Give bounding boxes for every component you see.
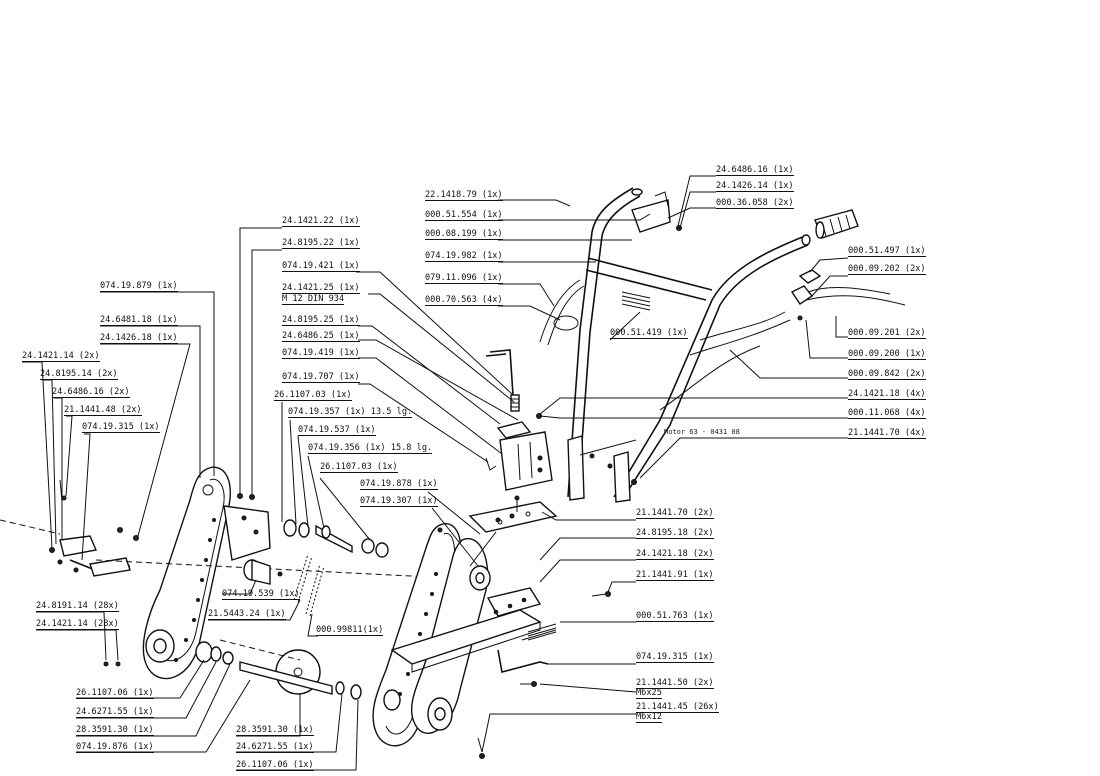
part-label-21-1441-70-2x: 21.1441.70 (2x)	[636, 508, 714, 519]
part-label-074-19-539: 074.19.539 (1x)	[222, 589, 300, 600]
part-label-24-1426-14: 24.1426.14 (1x)	[716, 181, 794, 192]
part-label-26-1107-06-right: 26.1107.06 (1x)	[236, 760, 314, 771]
drive-train	[195, 519, 389, 700]
part-label-24-6486-16: 24.6486.16 (1x)	[716, 165, 794, 176]
part-label-000-70-563: 000.70.563 (4x)	[425, 295, 503, 306]
part-label-000-08-199: 000.08.199 (1x)	[425, 229, 503, 240]
part-label-000-51-497: 000.51.497 (1x)	[848, 246, 926, 257]
part-label-000-09-201: 000.09.201 (2x)	[848, 328, 926, 339]
part-label-24-1421-18-4x: 24.1421.18 (4x)	[848, 389, 926, 400]
part-label-24-8195-22: 24.8195.22 (1x)	[282, 238, 360, 249]
part-label-074-19-307: 074.19.307 (1x)	[360, 496, 438, 507]
part-label-24-1421-14-2x: 24.1421.14 (2x)	[22, 351, 100, 362]
handlebar-assembly	[539, 187, 906, 503]
part-label-26-1107-03-b: 26.1107.03 (1x)	[320, 462, 398, 473]
drawing-stamp: Motor 63 - 0431 08	[664, 428, 740, 436]
part-label-21-1441-70-4x: 21.1441.70 (4x)	[848, 428, 926, 439]
part-label-074-19-876: 074.19.876 (1x)	[76, 742, 154, 753]
leader-lines	[22, 175, 849, 771]
part-label-000-09-202: 000.09.202 (2x)	[848, 264, 926, 275]
part-label-074-19-421: 074.19.421 (1x)	[282, 261, 360, 272]
part-label-24-6486-25: 24.6486.25 (1x)	[282, 331, 360, 342]
part-label-m6x25: M6x25	[636, 688, 662, 699]
part-label-074-19-315-right: 074.19.315 (1x)	[636, 652, 714, 663]
part-label-24-6271-55-right: 24.6271.55 (1x)	[236, 742, 314, 753]
part-label-074-19-537: 074.19.537 (1x)	[298, 425, 376, 436]
part-label-21-1441-91: 21.1441.91 (1x)	[636, 570, 714, 581]
part-label-21-1441-50: 21.1441.50 (2x)	[636, 678, 714, 689]
part-label-000-51-419: 000.51.419 (1x)	[610, 328, 688, 339]
part-label-24-8195-18: 24.8195.18 (2x)	[636, 528, 714, 539]
part-label-21-5443-24: 21.5443.24 (1x)	[208, 609, 286, 620]
part-label-24-1421-14-28x: 24.1421.14 (28x)	[36, 619, 119, 630]
part-label-074-19-879: 074.19.879 (1x)	[100, 281, 178, 292]
part-label-079-11-096: 079.11.096 (1x)	[425, 273, 503, 284]
part-label-24-8191-14: 24.8191.14 (28x)	[36, 601, 119, 612]
part-label-24-6481-18: 24.6481.18 (1x)	[100, 315, 178, 326]
part-label-26-1107-03-a: 26.1107.03 (1x)	[274, 390, 352, 401]
part-label-074-19-707: 074.19.707 (1x)	[282, 372, 360, 383]
part-label-22-1418-79: 22.1418.79 (1x)	[425, 190, 503, 201]
right-chaincase	[372, 513, 611, 759]
part-label-24-1421-18-2x: 24.1421.18 (2x)	[636, 549, 714, 560]
part-label-000-11-068: 000.11.068 (4x)	[848, 408, 926, 419]
part-label-24-8195-14: 24.8195.14 (2x)	[40, 369, 118, 380]
part-label-000-51-763: 000.51.763 (1x)	[636, 611, 714, 622]
part-label-074-19-357: 074.19.357 (1x) 13.5 lg.	[288, 407, 413, 418]
left-chaincase	[142, 466, 271, 680]
part-label-074-19-356: 074.19.356 (1x) 15.8 lg.	[308, 443, 433, 454]
left-stand	[0, 479, 451, 667]
part-label-m12-din934: M 12 DIN 934	[282, 294, 345, 305]
part-label-24-6486-16-2x: 24.6486.16 (2x)	[52, 387, 130, 398]
part-label-21-1441-45: 21.1441.45 (26x)	[636, 702, 719, 713]
part-label-24-1426-18: 24.1426.18 (1x)	[100, 333, 178, 344]
part-label-24-8195-25: 24.8195.25 (1x)	[282, 315, 360, 326]
part-label-26-1107-06-left: 26.1107.06 (1x)	[76, 688, 154, 699]
part-label-m6x12: M6x12	[636, 712, 662, 723]
part-label-24-1421-22: 24.1421.22 (1x)	[282, 216, 360, 227]
part-label-24-6271-55-left: 24.6271.55 (1x)	[76, 707, 154, 718]
part-label-000-09-200: 000.09.200 (1x)	[848, 349, 926, 360]
part-label-24-1421-25: 24.1421.25 (1x)	[282, 283, 360, 294]
part-label-000-51-554: 000.51.554 (1x)	[425, 210, 503, 221]
part-label-000-09-842: 000.09.842 (2x)	[848, 369, 926, 380]
part-label-074-19-419: 074.19.419 (1x)	[282, 348, 360, 359]
part-label-28-3591-30-right: 28.3591.30 (1x)	[236, 725, 314, 736]
part-label-21-1441-48: 21.1441.48 (2x)	[64, 405, 142, 416]
part-label-000-99811: 000.99811(1x)	[316, 625, 384, 636]
part-label-074-19-315-left: 074.19.315 (1x)	[82, 422, 160, 433]
part-label-28-3591-30-left: 28.3591.30 (1x)	[76, 725, 154, 736]
part-label-000-36-058: 000.36.058 (2x)	[716, 198, 794, 209]
part-label-074-19-878: 074.19.878 (1x)	[360, 479, 438, 490]
part-label-074-19-982: 074.19.982 (1x)	[425, 251, 503, 262]
